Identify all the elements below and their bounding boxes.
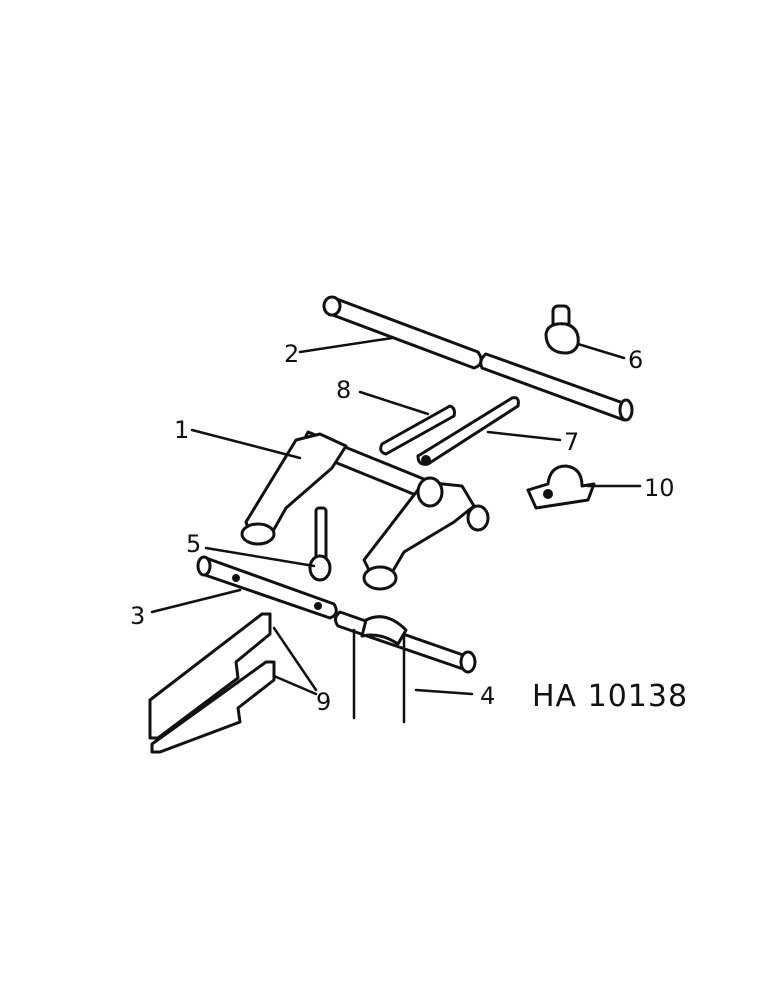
part-1-lift-frame [240, 430, 490, 591]
callout-4: 4 [480, 682, 495, 710]
callout-3: 3 [130, 602, 145, 630]
part-3-lower-tube [196, 555, 338, 620]
callout-1: 1 [174, 416, 189, 444]
part-6-clamp [544, 304, 580, 355]
part-8-short-bar [379, 404, 456, 456]
reference-code: HA 10138 [532, 679, 688, 714]
leader-lines [150, 336, 642, 696]
part-9-plates [148, 612, 276, 754]
callout-9: 9 [316, 688, 331, 716]
callout-7: 7 [564, 428, 579, 456]
callout-6: 6 [628, 346, 643, 374]
callout-10: 10 [644, 474, 675, 502]
callout-5: 5 [186, 530, 201, 558]
part-5-pin [308, 506, 332, 582]
part-10-bracket [526, 464, 596, 510]
part-7-long-bar [416, 396, 520, 466]
part-2-upper-tube [322, 295, 634, 422]
callout-2: 2 [284, 340, 299, 368]
callout-8: 8 [336, 376, 351, 404]
part-4-lower-tube-assembly [333, 610, 477, 724]
callouts: 1 2 3 4 5 6 7 8 9 10 HA 10138 [130, 340, 688, 716]
